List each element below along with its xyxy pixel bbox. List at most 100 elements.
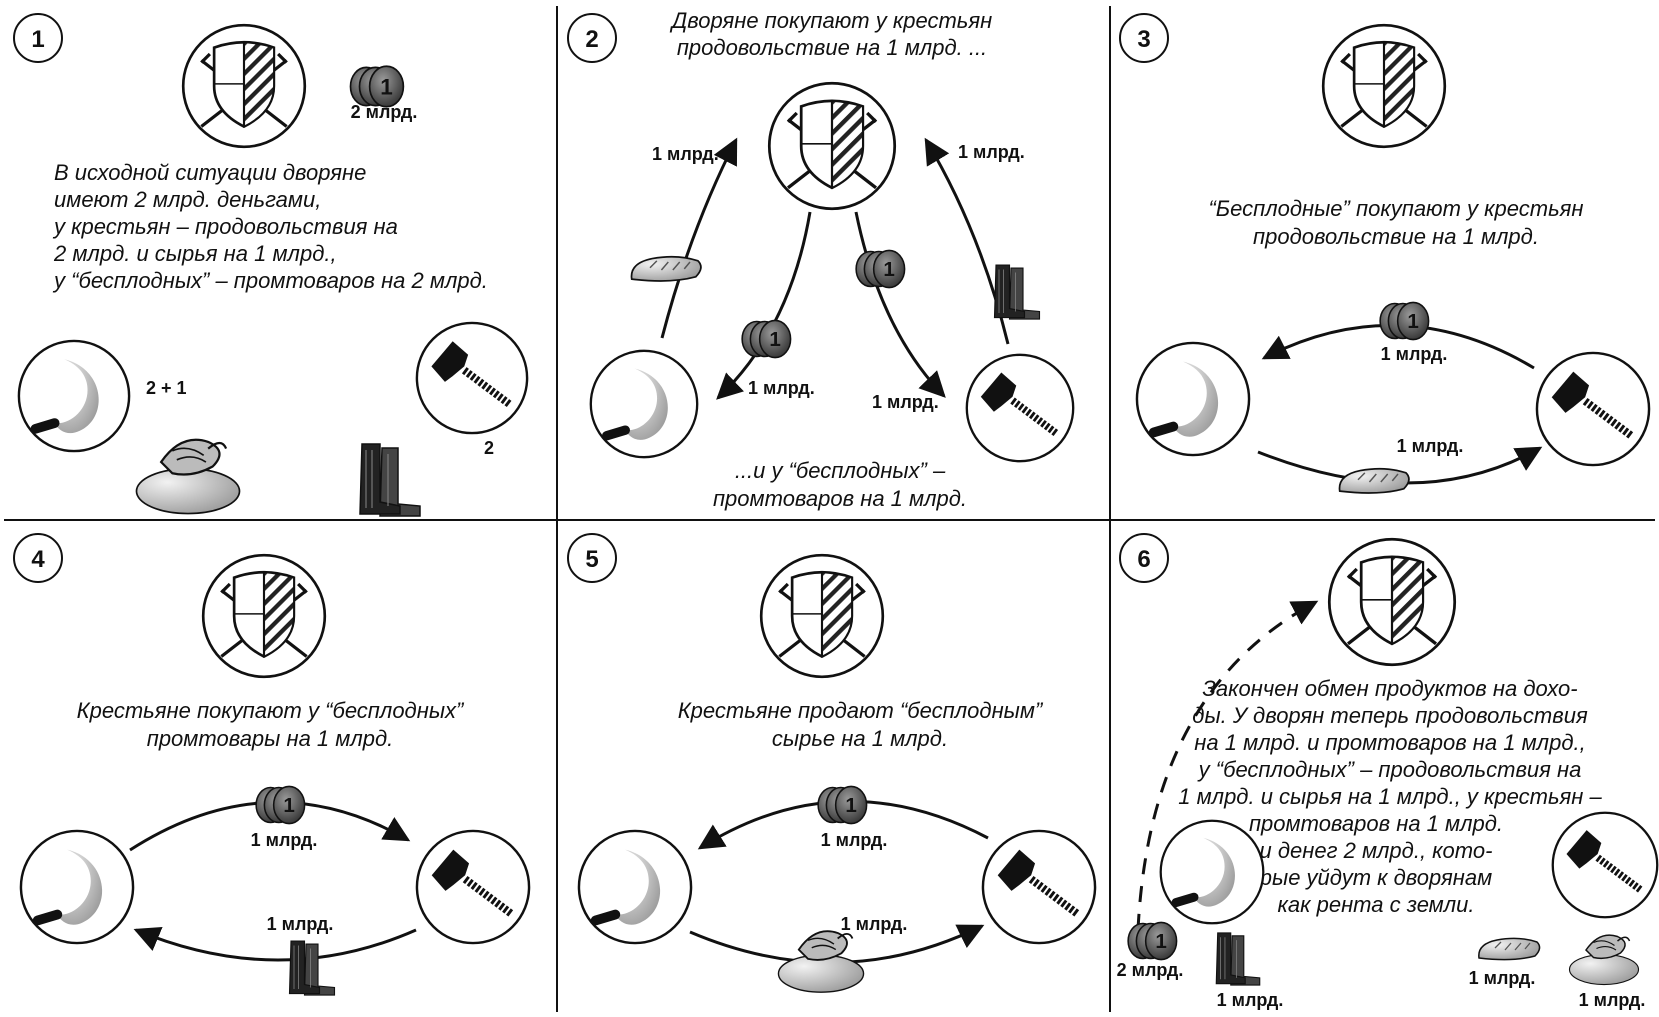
holdings-label: 1 млрд. (1579, 990, 1646, 1010)
panel-number-badge: 4 (13, 533, 63, 583)
artisans-hammer-icon (967, 355, 1073, 461)
caption-line: и денег 2 млрд., кото- (1260, 838, 1493, 863)
manufactured-goods-boots-icon (288, 940, 336, 996)
food-to-nobles-arrow (660, 137, 738, 339)
coin-stack-icon (1379, 301, 1430, 341)
caption-line: 2 млрд. и сырья на 1 млрд., (53, 241, 337, 266)
panel-number: 3 (1137, 26, 1150, 53)
raw-materials-sack-icon (777, 930, 865, 994)
nobles-shield-icon (1321, 23, 1447, 149)
caption-line: В исходной ситуации дворяне (54, 160, 366, 185)
caption-line: промтовары на 1 млрд. (147, 726, 394, 751)
money-to-artisans-arrow (854, 211, 946, 398)
artisan-holdings-label: 2 (484, 438, 494, 458)
caption-line: 1 млрд. и сырья на 1 млрд., у крестьян – (1178, 784, 1602, 809)
caption-line: промтоваров на 1 млрд. (713, 486, 967, 511)
money-to-peasants-arrow (716, 211, 812, 400)
panel-number-badge: 2 (567, 13, 617, 63)
caption-line: Закончен обмен продуктов на дохо- (1202, 676, 1577, 701)
caption-line: “Бесплодные” покупают у крестьян (1208, 196, 1583, 221)
panel-1: 1 2 млрд. В исходной ситуации дворяне им… (13, 13, 527, 517)
peasants-sickle-icon (21, 831, 133, 943)
panel-5: 5 Крестьяне продают “бесплодным” сырье н… (567, 533, 1095, 994)
peasants-sickle-icon (591, 351, 697, 457)
flow-label: 1 млрд. (652, 144, 719, 164)
bread-loaf-icon (1338, 467, 1410, 494)
flow-label: 1 млрд. (821, 830, 888, 850)
nobles-shield-icon (759, 553, 885, 679)
bread-loaf-icon (630, 255, 702, 282)
panel-grid (4, 6, 1655, 1012)
artisans-hammer-icon (1537, 353, 1649, 465)
artisans-hammer-icon (417, 831, 529, 943)
panel-number-badge: 5 (567, 533, 617, 583)
coin-label: 2 млрд. (1117, 960, 1184, 980)
manufactured-goods-boots-icon (359, 443, 421, 517)
caption-line: Крестьяне продают “бесплодным” (678, 698, 1044, 723)
panel-4: 4 Крестьяне покупают у “бесплодных” пром… (13, 533, 529, 996)
peasants-sickle-icon (19, 341, 129, 451)
caption-line: на 1 млрд. и промтоваров на 1 млрд., (1194, 730, 1585, 755)
panel-number-badge: 3 (1119, 13, 1169, 63)
panel-number: 4 (31, 546, 45, 573)
artisans-hammer-icon (1553, 813, 1658, 918)
flow-label: 1 млрд. (958, 142, 1025, 162)
caption-line: ...и у “бесплодных” – (735, 458, 946, 483)
panel-caption: В исходной ситуации дворяне имеют 2 млрд… (52, 160, 488, 293)
flow-label: 1 млрд. (251, 830, 318, 850)
caption-line: Крестьяне покупают у “бесплодных” (77, 698, 465, 723)
panel-number-badge: 1 (13, 13, 63, 63)
caption-line: промтоваров на 1 млрд. (1249, 811, 1503, 836)
flow-label: 1 млрд. (1381, 344, 1448, 364)
manufactured-goods-boots-icon (1215, 932, 1261, 986)
coin-stack-icon (1127, 921, 1178, 961)
artisans-hammer-icon (983, 831, 1095, 943)
caption-line: ды. У дворян теперь продовольствия (1192, 703, 1588, 728)
coin-stack-icon (855, 249, 906, 289)
flow-label: 1 млрд. (1397, 436, 1464, 456)
holdings-label: 1 млрд. (1469, 968, 1536, 988)
goods-to-peasants-arrow (133, 926, 417, 962)
artisans-hammer-icon (417, 323, 527, 433)
flow-label: 1 млрд. (267, 914, 334, 934)
coin-stack-icon (255, 785, 306, 825)
panel-number: 6 (1137, 546, 1150, 573)
nobles-shield-icon (767, 81, 897, 211)
panel-number-badge: 6 (1119, 533, 1169, 583)
panel-number: 2 (585, 26, 598, 53)
panel-number: 5 (585, 546, 598, 573)
caption-line: продовольствие на 1 млрд. (1253, 224, 1539, 249)
holdings-label: 1 млрд. (1217, 990, 1284, 1010)
peasants-sickle-icon (1161, 821, 1264, 924)
food-to-artisans-arrow (1257, 446, 1543, 485)
flow-label: 1 млрд. (872, 392, 939, 412)
panel-2: 2 Дворяне покупают у крестьян продовольс… (567, 8, 1073, 511)
flow-label: 1 млрд. (841, 914, 908, 934)
caption-line: продовольствие на 1 млрд. ... (677, 35, 987, 60)
bread-loaf-icon (1478, 937, 1541, 961)
coin-stack-icon (349, 65, 405, 108)
peasants-sickle-icon (1137, 343, 1249, 455)
coin-label: 2 млрд. (351, 102, 418, 122)
caption-line: как рента с земли. (1277, 892, 1474, 917)
panel-caption: Закончен обмен продуктов на дохо- ды. У … (1178, 676, 1602, 917)
raw-materials-sack-icon (135, 438, 241, 515)
panel-3: 3 “Бесплодные” покупают у крестьян продо… (1119, 13, 1649, 494)
caption-line: рые уйдут к дворянам (1259, 865, 1492, 890)
nobles-shield-icon (1327, 537, 1457, 667)
manufactured-goods-boots-icon (993, 264, 1041, 320)
nobles-shield-icon (181, 23, 307, 149)
coin-stack-icon (741, 319, 792, 359)
raw-materials-sack-icon (1568, 934, 1640, 986)
caption-line: у “бесплодных” – промтоваров на 2 млрд. (52, 268, 488, 293)
peasants-sickle-icon (579, 831, 691, 943)
rent-to-nobles-dashed-arrow (1136, 600, 1319, 931)
nobles-shield-icon (201, 553, 327, 679)
coin-stack-icon (817, 785, 868, 825)
panel-number: 1 (31, 26, 44, 53)
peasant-holdings-label: 2 + 1 (146, 378, 187, 398)
panel-6: 6 Закончен обмен продуктов на дохо- ды. … (1117, 533, 1658, 1010)
caption-line: Дворяне покупают у крестьян (669, 8, 992, 33)
flow-label: 1 млрд. (748, 378, 815, 398)
